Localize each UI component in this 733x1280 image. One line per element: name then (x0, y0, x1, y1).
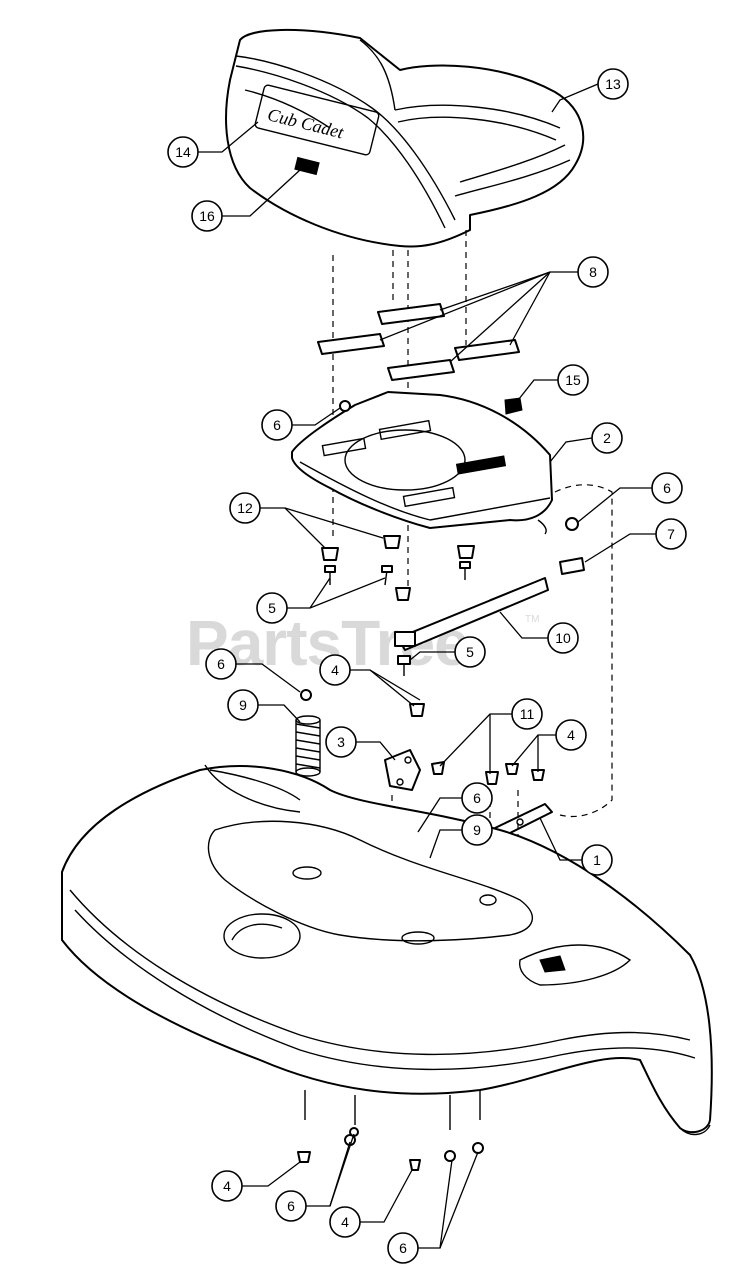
callout-9-lower: 9 (461, 814, 493, 846)
svg-text:11: 11 (520, 706, 535, 722)
svg-text:4: 4 (331, 662, 339, 678)
callout-3: 3 (325, 726, 357, 758)
svg-text:9: 9 (473, 822, 481, 838)
callout-4-upper: 4 (319, 654, 351, 686)
callout-2: 2 (591, 422, 623, 454)
svg-text:4: 4 (223, 1178, 231, 1194)
callout-4-bottom-center: 4 (329, 1206, 361, 1238)
callout-10: 10 (547, 622, 579, 654)
callout-5-bracket: 5 (454, 636, 486, 668)
callout-7: 7 (655, 518, 687, 550)
callout-12: 12 (229, 492, 261, 524)
spring-upper (295, 689, 321, 777)
callout-6-spring-lower: 6 (461, 782, 493, 814)
callout-9-upper: 9 (227, 689, 259, 721)
svg-text:14: 14 (175, 144, 191, 160)
svg-text:2: 2 (603, 430, 611, 446)
svg-text:6: 6 (273, 417, 281, 433)
svg-text:6: 6 (473, 790, 481, 806)
seat-cushion: Cub Cadet (225, 29, 585, 248)
svg-text:4: 4 (341, 1214, 349, 1230)
callout-6-spring-top: 6 (205, 648, 237, 680)
svg-text:13: 13 (605, 76, 621, 92)
callout-4-bottom-left: 4 (211, 1170, 243, 1202)
callout-13: 13 (597, 68, 629, 100)
fasteners-seat-pan (321, 400, 579, 601)
svg-text:16: 16 (199, 208, 215, 224)
callout-8: 8 (577, 256, 609, 288)
svg-text:5: 5 (268, 600, 276, 616)
callout-6-seat-pan-left: 6 (261, 409, 293, 441)
callout-4-right: 4 (555, 719, 587, 751)
watermark-tm: TM (525, 614, 539, 625)
seat-slides (317, 303, 520, 381)
watermark: PartsTree TM (186, 607, 539, 679)
callout-6-bottom-left: 6 (275, 1190, 307, 1222)
bracket-3 (384, 749, 421, 791)
fender-body (61, 764, 713, 1136)
callout-5-left: 5 (256, 592, 288, 624)
callout-11: 11 (511, 698, 543, 730)
bottom-fasteners (297, 1127, 484, 1171)
svg-text:15: 15 (565, 372, 581, 388)
leader-lines (198, 83, 656, 1249)
svg-text:1: 1 (593, 852, 601, 868)
callout-1: 1 (581, 844, 613, 876)
callout-6-seat-pan-right: 6 (651, 472, 683, 504)
svg-text:8: 8 (589, 264, 597, 280)
svg-text:5: 5 (466, 644, 474, 660)
bracket-10 (394, 557, 585, 651)
clip-part-15 (504, 397, 523, 415)
svg-text:12: 12 (237, 500, 253, 516)
svg-text:6: 6 (399, 1240, 407, 1256)
seat-badge (294, 156, 320, 176)
seat-pan (291, 391, 553, 535)
svg-text:6: 6 (217, 656, 225, 672)
callout-16: 16 (191, 200, 223, 232)
svg-text:3: 3 (337, 734, 345, 750)
svg-text:7: 7 (667, 526, 675, 542)
svg-text:6: 6 (287, 1198, 295, 1214)
svg-text:10: 10 (555, 630, 571, 646)
svg-text:6: 6 (663, 480, 671, 496)
callout-6-bottom-right: 6 (387, 1232, 419, 1264)
svg-text:9: 9 (239, 697, 247, 713)
svg-text:4: 4 (567, 727, 575, 743)
callout-15: 15 (557, 364, 589, 396)
callout-14: 14 (167, 136, 199, 168)
